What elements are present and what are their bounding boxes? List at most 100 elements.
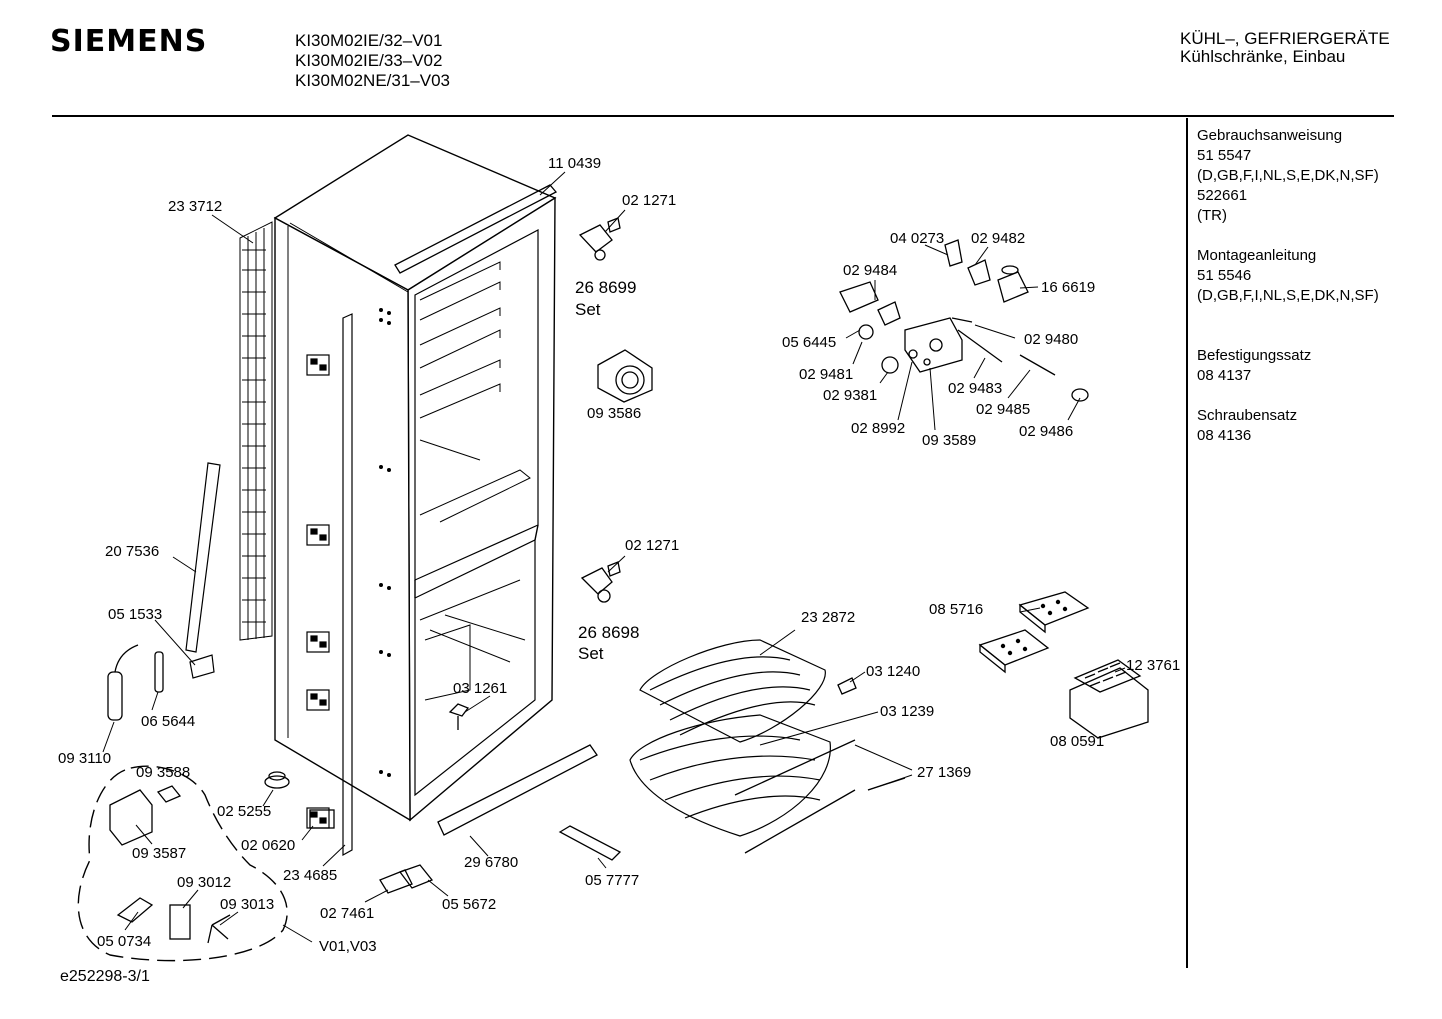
doc-number: 51 5547 [1197,147,1252,164]
part-label: 02 9381 [823,387,877,404]
diagram-code: e252298-3/1 [60,968,150,985]
doc-languages: (TR) [1197,207,1227,224]
part-label: 02 1271 [625,537,679,554]
model-list: KI30M02IE/32–V01 KI30M02IE/33–V02 KI30M0… [295,31,450,91]
part-label: 02 7461 [320,905,374,922]
doc-group-schraubensatz: Schraubensatz 08 4136 [1197,406,1379,446]
part-label: Set [575,300,601,319]
part-label: 09 3588 [136,764,190,781]
part-label: 20 7536 [105,543,159,560]
fan-093586 [597,349,653,403]
thermostat-assembly [839,239,1089,402]
part-label: 09 3589 [922,432,976,449]
model-number: KI30M02IE/33–V02 [295,51,443,70]
part-labels: 11 0439 23 3712 02 1271 26 8699 Set 09 3… [58,155,1180,955]
part-label: 02 9482 [971,230,1025,247]
category-main: KÜHL–, GEFRIERGERÄTE [1180,29,1390,48]
part-label: 02 0620 [241,837,295,854]
part-label: 02 5255 [217,803,271,820]
evaporator-232872 [639,639,826,743]
part-label: 23 3712 [168,198,222,215]
sidebar-divider [1186,118,1188,968]
part-label: 12 3761 [1126,657,1180,674]
light-housing-093588 [109,785,182,846]
part-label: 09 3587 [132,845,186,862]
drain-pipe-057777 [558,825,622,861]
model-number: KI30M02IE/32–V01 [295,31,443,50]
part-label: V01,V03 [319,938,377,955]
hinge-020620 [309,809,335,829]
doc-number: 51 5546 [1197,267,1252,284]
doc-number: 522661 [1197,187,1248,204]
part-label: 04 0273 [890,230,944,247]
base-rail-296780 [437,744,598,836]
ice-tray-080591 [1069,659,1149,739]
part-label: 02 9484 [843,262,897,279]
part-label: 02 9480 [1024,331,1078,348]
part-label: 05 6445 [782,334,836,351]
part-label: 26 8698 [578,623,639,642]
part-label: 03 1240 [866,663,920,680]
doc-group-montageanleitung: Montageanleitung 51 5546 (D,GB,F,I,NL,S,… [1197,246,1379,306]
part-label: 27 1369 [917,764,971,781]
foot-025255 [264,771,290,789]
bracket-027461 [379,869,413,894]
hinge-set-268698 [580,561,621,603]
condenser-grille [239,221,273,641]
doc-title: Befestigungssatz [1197,347,1312,364]
doc-languages: (D,GB,F,I,NL,S,E,DK,N,SF) [1197,287,1379,304]
part-label: 16 6619 [1041,279,1095,296]
part-label: 02 9481 [799,366,853,383]
hinge-set-268699 [578,217,621,261]
brand-logo: SIEMENS [50,24,208,59]
seal-strip-207536 [185,462,221,653]
part-label: 06 5644 [141,713,195,730]
part-label: 08 5716 [929,601,983,618]
fan-motor-093012 [169,904,231,944]
pin-065644 [154,651,164,693]
part-label: Set [578,644,604,663]
part-label: 05 5672 [442,896,496,913]
part-label: 02 1271 [622,192,676,209]
part-label: 05 7777 [585,872,639,889]
part-label: 02 9486 [1019,423,1073,440]
part-label: 02 8992 [851,420,905,437]
part-label: 02 9483 [948,380,1002,397]
part-label: 05 0734 [97,933,151,950]
category-sub: Kühlschränke, Einbau [1180,47,1346,66]
doc-languages: (D,GB,F,I,NL,S,E,DK,N,SF) [1197,167,1379,184]
doc-number: 08 4137 [1197,367,1252,384]
doc-group-befestigungssatz: Befestigungssatz 08 4137 [1197,346,1379,386]
part-label: 08 0591 [1050,733,1104,750]
thermostat-sensor-093110 [107,644,139,721]
doc-group-gebrauchsanweisung: Gebrauchsanweisung 51 5547 (D,GB,F,I,NL,… [1197,126,1379,226]
doc-title: Schraubensatz [1197,407,1298,424]
doc-title: Montageanleitung [1197,247,1317,264]
variant-group-outline [77,765,288,962]
part-label: 03 1261 [453,680,507,697]
bracket-051533 [189,654,215,679]
part-label: 09 3012 [177,874,231,891]
part-label: 03 1239 [880,703,934,720]
part-label: 26 8699 [575,278,636,297]
doc-number: 08 4136 [1197,427,1252,444]
category-heading: KÜHL–, GEFRIERGERÄTE Kühlschränke, Einba… [1180,30,1390,66]
part-label: 09 3110 [58,750,111,767]
part-label: 11 0439 [548,155,601,172]
part-label: 09 3013 [220,896,274,913]
part-label: 23 2872 [801,609,855,626]
fridge-cabinet [273,134,558,857]
support-rods-271369 [734,739,906,854]
leader-lines [102,171,1126,943]
part-label: 09 3586 [587,405,641,422]
evaporator-lower [629,714,831,837]
bracket-055672 [398,864,434,889]
part-label: 05 1533 [108,606,162,623]
header-divider [52,115,1394,117]
bracket-050734 [116,897,154,923]
part-label: 29 6780 [464,854,518,871]
part-label: 02 9485 [976,401,1030,418]
doc-title: Gebrauchsanweisung [1197,127,1343,144]
clip-031240 [837,677,857,695]
